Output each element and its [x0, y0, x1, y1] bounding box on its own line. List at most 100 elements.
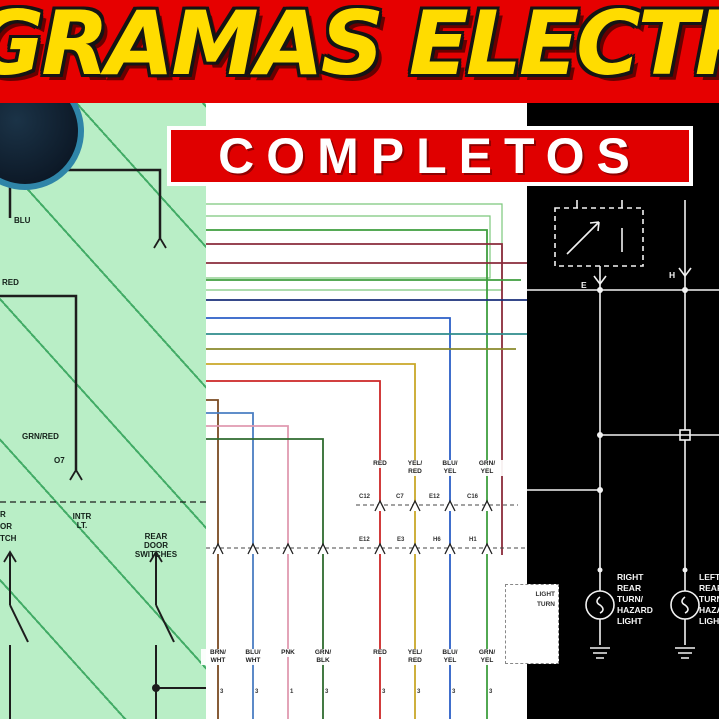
- wire-pnk: [206, 425, 289, 719]
- label-line: LT.: [76, 521, 88, 531]
- label-line: WHT: [245, 657, 261, 665]
- label-line: TURN: [699, 594, 719, 605]
- middle-diagram-panel: RED YEL/ RED BLU/ YEL GRN/ YEL C12 C7 E1…: [201, 100, 527, 719]
- top-banner: GRAMAS ELECTRIC: [0, 0, 719, 103]
- label-line: BLU/: [442, 649, 458, 656]
- right-diagram-panel: E H RIGHT REAR TURN/ HAZARD LIGHT LEFT R…: [527, 100, 719, 719]
- label-line: RED: [373, 649, 387, 656]
- wire-label: BLU/ YEL: [433, 649, 467, 666]
- label-line: HAZARD: [699, 605, 719, 616]
- label-line: RIGHT: [617, 572, 644, 582]
- wire-label: BLU/ WHT: [236, 649, 270, 666]
- label-line: SWITCHES: [134, 550, 178, 560]
- pin-number: 3: [255, 689, 259, 695]
- label-line: DOOR: [144, 541, 168, 551]
- label-line: RED: [373, 460, 387, 467]
- wire-label: PNK: [271, 649, 305, 658]
- left-wire-paths: [0, 168, 162, 470]
- label-line: YEL/: [407, 460, 423, 467]
- green-component-boxes: [206, 203, 503, 291]
- wire-label: YEL/ RED: [398, 460, 432, 477]
- wire-maroon-1: [206, 243, 503, 555]
- connector-id: E3: [396, 537, 406, 543]
- wire-grn-blk: [206, 438, 324, 719]
- wire-label: RED: [363, 460, 397, 469]
- connector-id: E12: [358, 537, 371, 543]
- label-edge-fragment: TCH: [0, 534, 17, 543]
- connector-id: C7: [395, 494, 405, 500]
- pin-number: 3: [382, 689, 386, 695]
- wire-label: RED: [363, 649, 397, 658]
- label-line: PNK: [281, 649, 295, 656]
- label-line: TURN: [536, 601, 555, 609]
- label-line: GRN/: [314, 649, 332, 656]
- label-blu: BLU: [14, 216, 31, 225]
- label-line: GRN/: [478, 649, 496, 656]
- banner-title: GRAMAS ELECTRIC: [0, 0, 719, 95]
- label-line: BLK: [316, 657, 330, 665]
- label-line: REAR: [617, 583, 642, 594]
- wire-label: YEL/ RED: [398, 649, 432, 666]
- label-intr-lt: INTR LT.: [60, 512, 104, 530]
- right-junction-dots: [597, 287, 688, 573]
- connector-chevrons: [212, 499, 493, 555]
- label-left-rear-turn-hazard-light: LEFT REAR TURN HAZARD LIGHT: [699, 572, 719, 627]
- wire-blu-wht: [206, 412, 254, 719]
- completos-banner: COMPLETOS: [167, 126, 693, 186]
- label-line: YEL: [443, 657, 457, 665]
- connector-id: C12: [358, 494, 372, 500]
- label-line: INTR: [72, 512, 92, 521]
- label-line: TURN/: [617, 594, 643, 605]
- label-line: YEL/: [407, 649, 423, 656]
- label-o7: O7: [54, 456, 65, 465]
- connector-id: H6: [432, 537, 442, 543]
- pin-number: 3: [452, 689, 456, 695]
- pin-number: 1: [290, 689, 294, 695]
- wire-brn-wht: [206, 399, 219, 719]
- label-line: RED: [408, 657, 422, 665]
- wire-label: BRN/ WHT: [201, 649, 235, 666]
- label-edge-fragment: OR: [0, 522, 12, 531]
- wire-grn-yel: [206, 229, 488, 719]
- label-line: REAR: [699, 583, 719, 594]
- label-line: YEL: [480, 657, 494, 665]
- label-line: RED: [408, 468, 422, 476]
- label-line: BLU/: [245, 649, 261, 656]
- wire-label: GRN/ YEL: [470, 649, 504, 666]
- wire-red: [206, 380, 381, 719]
- label-line: YEL: [443, 468, 457, 476]
- left-diagram-panel: BLU RED GRN/RED O7 INTR LT. REAR DOOR SW…: [0, 100, 206, 719]
- colored-wires: [206, 229, 527, 719]
- right-circuit-lines: [527, 200, 719, 659]
- pin-number: 3: [417, 689, 421, 695]
- label-line: WHT: [210, 657, 226, 665]
- label-grn-red: GRN/RED: [22, 432, 59, 441]
- label-line: LEFT: [699, 572, 719, 582]
- connector-id: C16: [466, 494, 480, 500]
- connector-id: E12: [428, 494, 441, 500]
- left-circuit-lines: [0, 168, 206, 719]
- label-red: RED: [2, 278, 19, 287]
- wire-label: GRN/ BLK: [306, 649, 340, 666]
- label-line: REAR: [144, 532, 168, 541]
- label-line: BRN/: [210, 649, 226, 656]
- pin-number: 3: [489, 689, 493, 695]
- partial-component-box: LIGHT TURN: [505, 584, 559, 664]
- left-switch-symbols: [9, 552, 206, 719]
- label-e: E: [581, 280, 587, 290]
- right-wire-paths: [527, 200, 719, 659]
- wire-yel-red: [206, 363, 416, 719]
- label-right-rear-turn-hazard-light: RIGHT REAR TURN/ HAZARD LIGHT: [617, 572, 653, 627]
- label-line: LIGHT: [617, 616, 643, 627]
- wire-label: BLU/ YEL: [433, 460, 467, 477]
- left-junction-dot: [152, 684, 160, 692]
- label-line: LIGHT: [699, 616, 719, 627]
- label-edge-fragment: R: [0, 510, 6, 519]
- connector-dashed-rows: [206, 504, 527, 549]
- label-line: LIGHT: [535, 591, 556, 598]
- label-line: BLU/: [442, 460, 458, 467]
- label-line: GRN/: [478, 460, 496, 467]
- label-h: H: [669, 270, 676, 280]
- label-line: YEL: [480, 468, 494, 476]
